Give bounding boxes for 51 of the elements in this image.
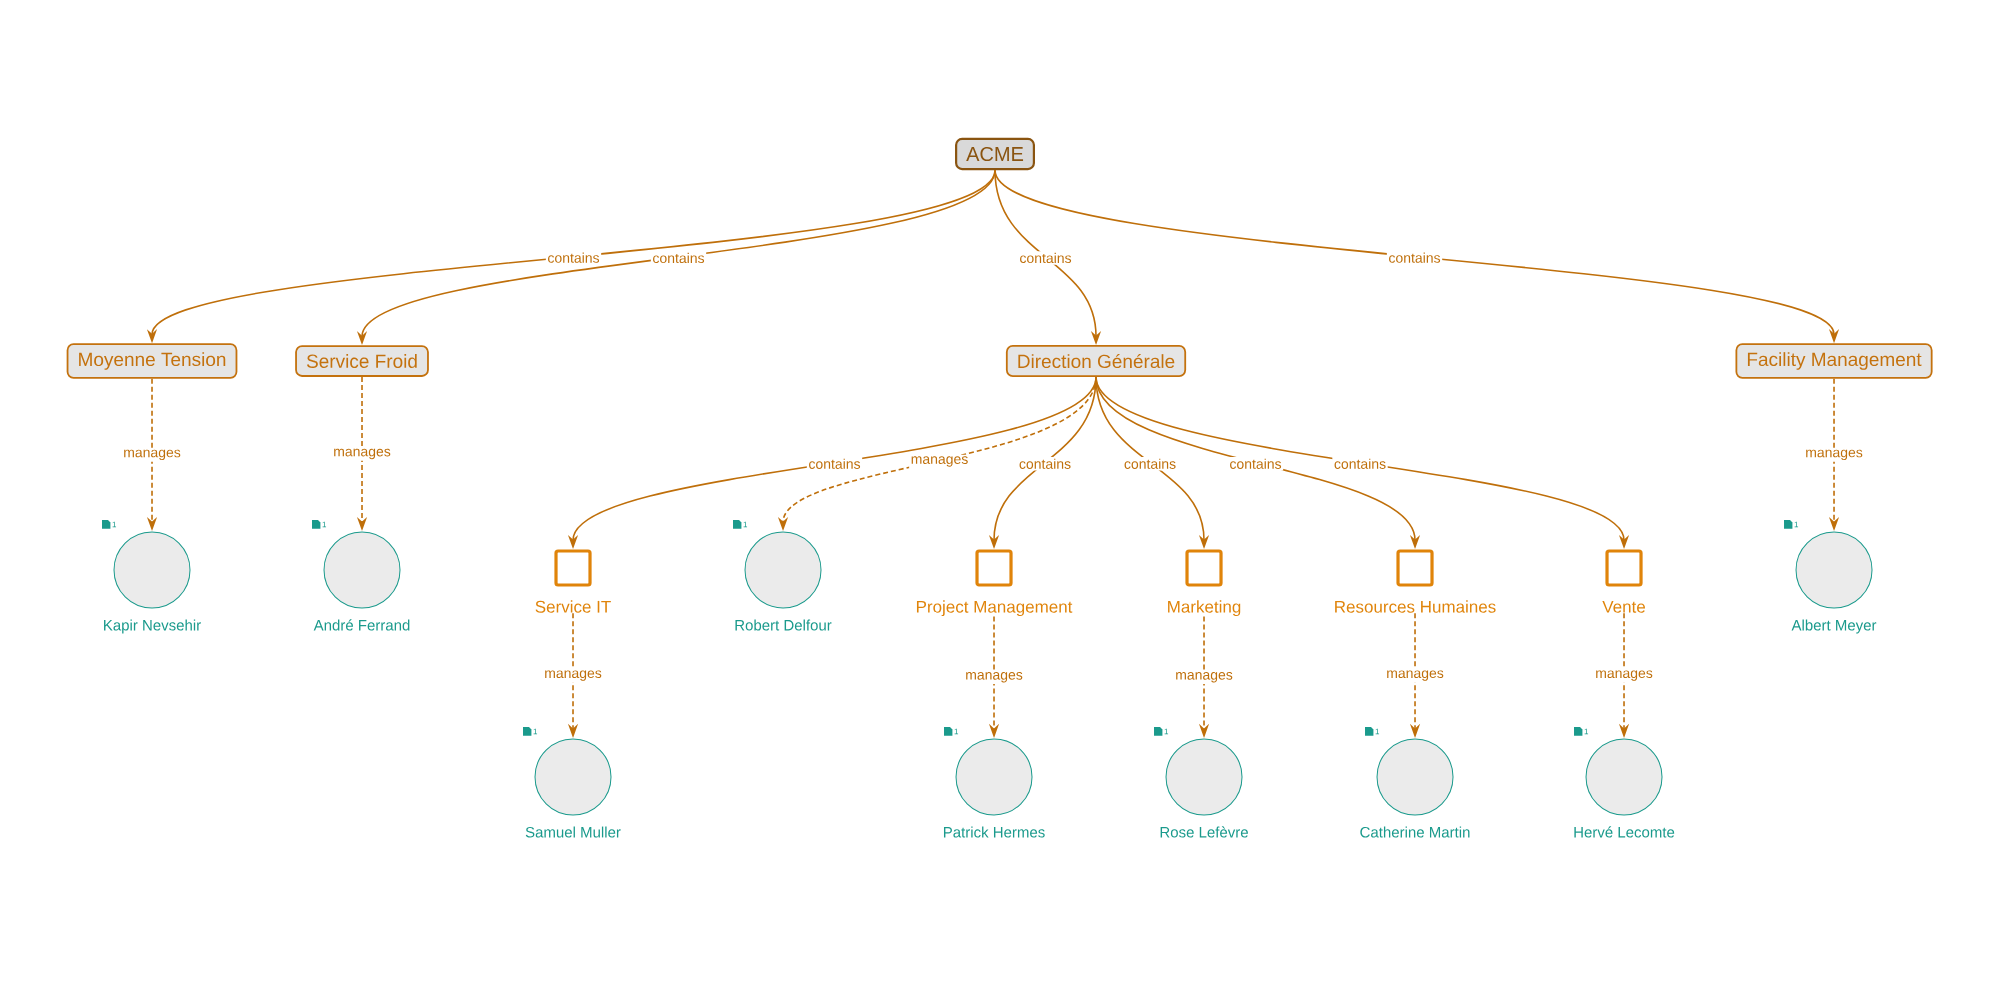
unit-node: Service IT: [535, 549, 611, 613]
department-box: Facility Management: [1735, 343, 1933, 379]
edge-label: contains: [1332, 457, 1388, 471]
document-count: 1: [944, 727, 959, 736]
node-label: Catherine Martin: [1360, 826, 1470, 838]
document-count: 1: [733, 520, 748, 529]
node-label: Hervé Lecomte: [1574, 826, 1675, 838]
edge-label: contains: [1017, 457, 1073, 471]
edge-label: manages: [909, 454, 970, 469]
node-label: Rose Lefèvre: [1160, 826, 1248, 838]
edge-label: contains: [1227, 457, 1284, 471]
node-label: Marketing: [1168, 600, 1241, 617]
unit-node: Project Management: [916, 549, 1073, 617]
document-count: 1: [1784, 520, 1799, 529]
department-box: Service Froid: [295, 345, 429, 377]
node-label: Patrick Hermes: [943, 826, 1045, 838]
edge-label: contains: [1017, 251, 1074, 265]
edge-label: contains: [1386, 250, 1443, 265]
unit-node: Resources Humaines: [1335, 549, 1496, 613]
document-count: 1: [1365, 727, 1380, 736]
edge-label: contains: [1122, 457, 1178, 471]
edge-label: manages: [1173, 670, 1235, 685]
node-label: Robert Delfour: [735, 619, 832, 631]
edge-label: manages: [121, 448, 183, 462]
node-label: Samuel Muller: [525, 826, 621, 838]
node-label: Albert Meyer: [1791, 619, 1877, 634]
edge-label: manages: [542, 668, 604, 683]
edge-label: manages: [1384, 668, 1446, 683]
edge-label: manages: [1803, 448, 1865, 462]
unit-node: Vente: [1602, 549, 1645, 613]
edge-label: contains: [650, 251, 707, 265]
document-count: 1: [523, 727, 538, 736]
edge-label: manages: [963, 670, 1025, 685]
edge-label: contains: [545, 250, 602, 265]
document-count: 1: [102, 520, 117, 529]
node-label: André Ferrand: [313, 619, 410, 631]
node-label: Resources Humaines: [1335, 600, 1496, 613]
document-count: 1: [1154, 727, 1169, 736]
document-count: 1: [1574, 727, 1589, 736]
node-label: Vente: [1602, 600, 1645, 613]
edge-label: manages: [331, 447, 393, 461]
node-label: Project Management: [916, 600, 1073, 617]
node-label: Service IT: [535, 600, 611, 613]
department-box: Moyenne Tension: [66, 343, 238, 379]
document-count: 1: [312, 520, 327, 529]
unit-node: Marketing: [1168, 549, 1241, 617]
edge-label: contains: [806, 457, 863, 471]
department-box: Direction Générale: [1005, 345, 1187, 377]
org-box: ACME: [955, 137, 1035, 171]
edge-label: manages: [1593, 668, 1655, 683]
node-label: Kapir Nevsehir: [104, 619, 201, 634]
